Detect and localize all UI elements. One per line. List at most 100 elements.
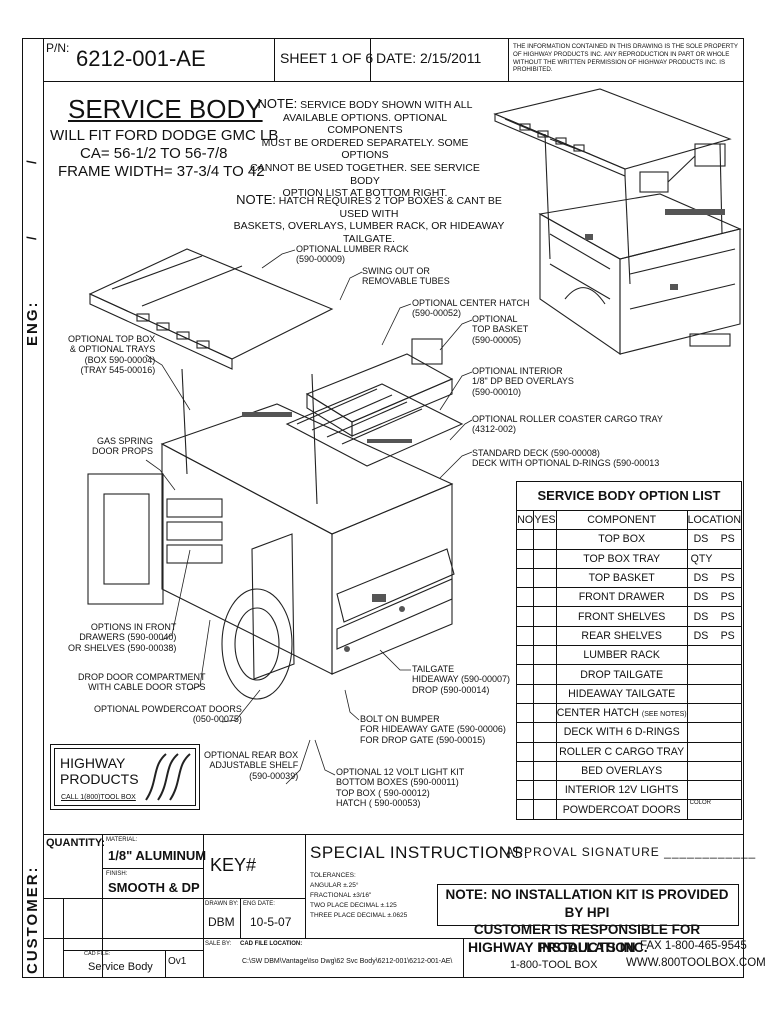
location-cell: COLOR [686, 799, 743, 820]
drawn-by-label: DRAWN BY: [205, 901, 239, 907]
no-checkbox[interactable] [515, 645, 535, 666]
component-cell: LUMBER RACK [555, 645, 688, 666]
tb-v-version [165, 950, 166, 978]
callout-light-kit: OPTIONAL 12 VOLT LIGHT KIT BOTTOM BOXES … [336, 767, 465, 809]
no-checkbox[interactable] [515, 567, 535, 589]
tb-v-key [305, 834, 306, 938]
callout-top-box: OPTIONAL TOP BOX & OPTIONAL TRAYS (BOX 5… [68, 334, 156, 376]
no-checkbox[interactable] [515, 548, 535, 569]
no-checkbox[interactable] [515, 760, 535, 782]
yes-checkbox[interactable] [533, 587, 557, 608]
yes-checkbox[interactable] [533, 702, 557, 724]
title-fit-line: WILL FIT FORD DODGE GMC LB [50, 127, 279, 144]
header-divider [43, 81, 743, 82]
callout-swing-out: SWING OUT OR REMOVABLE TUBES [362, 266, 450, 287]
no-checkbox[interactable] [515, 529, 535, 550]
service-body-iso-illustration [493, 88, 742, 356]
no-checkbox[interactable] [515, 683, 535, 704]
col-location: LOCATION [686, 509, 743, 531]
note1-line5: OPTION LIST AT BOTTOM RIGHT. [282, 187, 448, 200]
tb-h-lower [43, 938, 743, 939]
callout-lumber-rack: OPTIONAL LUMBER RACK (590-00009) [296, 244, 409, 265]
callout-powdercoat-doors: OPTIONAL POWDERCOAT DOORS (050-00075) [94, 704, 242, 725]
cad-file-label: CAD FILE: [84, 951, 111, 957]
option-list-title: SERVICE BODY OPTION LIST [516, 481, 742, 511]
eng-date-value: 10-5-07 [250, 915, 292, 929]
tb-v-company [463, 938, 464, 978]
drawn-by-value: DBM [208, 915, 235, 929]
yes-checkbox[interactable] [533, 529, 557, 550]
no-checkbox[interactable] [515, 722, 535, 743]
note2-line2: BASKETS, OVERLAYS, LUMBER RACK, OR HIDEA… [233, 220, 505, 245]
cad-file-value: Service Body [88, 961, 153, 973]
sale-by-label: SALE BY: [205, 941, 232, 947]
logo-inner-border [54, 748, 196, 806]
part-number: 6212-001-AE [76, 46, 206, 71]
yes-checkbox[interactable] [533, 606, 557, 627]
version: Ov1 [168, 956, 187, 967]
finish-label: FINISH: [106, 871, 128, 877]
title-service-body: SERVICE BODY [68, 94, 263, 124]
yes-checkbox[interactable] [533, 645, 557, 666]
company-phone: 1-800-TOOL BOX [510, 959, 598, 971]
material-label: MATERIAL: [106, 837, 138, 843]
installation-note-box [437, 884, 739, 926]
component-cell: POWDERCOAT DOORS [555, 799, 688, 820]
yes-checkbox[interactable] [533, 760, 557, 782]
no-checkbox[interactable] [515, 664, 535, 685]
tb-h-mid [43, 898, 305, 899]
yes-checkbox[interactable] [533, 722, 557, 743]
location-cell [686, 664, 743, 685]
table-row: DROP TAILGATE [515, 664, 743, 685]
no-checkbox[interactable] [515, 741, 535, 762]
no-checkbox[interactable] [515, 702, 535, 724]
callout-drop-door: DROP DOOR COMPARTMENT WITH CABLE DOOR ST… [78, 672, 206, 693]
yes-checkbox[interactable] [533, 664, 557, 685]
yes-checkbox[interactable] [533, 567, 557, 589]
tol-fractional: FRACTIONAL ±3/16" [310, 892, 372, 900]
no-checkbox[interactable] [515, 625, 535, 647]
location-cell [686, 780, 743, 801]
pn-label: P/N: [46, 41, 70, 55]
note1-line2: AVAILABLE OPTIONS. OPTIONAL COMPONENTS [282, 111, 448, 137]
logo-box [50, 744, 200, 810]
option-list-header-row: NO YES COMPONENT LOCATION [515, 509, 743, 531]
yes-checkbox[interactable] [533, 780, 557, 801]
approval-signature: APPROVAL SIGNATURE ____________ [506, 845, 757, 859]
no-checkbox[interactable] [515, 799, 535, 820]
service-body-main-illustration [87, 248, 464, 700]
header-sep-3 [508, 38, 509, 81]
yes-checkbox[interactable] [533, 683, 557, 704]
table-row: INTERIOR 12V LIGHTS [515, 780, 743, 801]
special-instructions: SPECIAL INSTRUCTIONS: [310, 843, 529, 862]
header-sep-1 [274, 38, 275, 81]
yes-checkbox[interactable] [533, 741, 557, 762]
callout-interior-overlays: OPTIONAL INTERIOR 1/8" DP BED OVERLAYS (… [472, 366, 574, 397]
callout-roller-tray: OPTIONAL ROLLER COASTER CARGO TRAY (4312… [472, 414, 663, 435]
eng-date-label: ENG DATE: [243, 901, 275, 907]
sheet-number: SHEET 1 OF 6 [280, 50, 374, 66]
note1-label: NOTE: [257, 96, 298, 111]
yes-checkbox[interactable] [533, 548, 557, 569]
no-checkbox[interactable] [515, 606, 535, 627]
no-checkbox[interactable] [515, 587, 535, 608]
no-checkbox[interactable] [515, 780, 535, 801]
component-cell: ROLLER C CARGO TRAY [555, 741, 688, 762]
callout-center-hatch: OPTIONAL CENTER HATCH (590-00052) [412, 298, 530, 319]
callout-gas-spring: GAS SPRING DOOR PROPS [92, 436, 154, 457]
drawing-frame [22, 38, 744, 978]
note-hatch: NOTE: HATCH REQUIRES 2 TOP BOXES & CANT … [224, 192, 514, 245]
component-cell: HIDEAWAY TAILGATE [555, 683, 688, 704]
yes-checkbox[interactable] [533, 625, 557, 647]
table-row: LUMBER RACK [515, 645, 743, 666]
note1-line3: MUST BE ORDERED SEPARATELY. SOME OPTIONS [261, 136, 469, 162]
yes-checkbox[interactable] [533, 799, 557, 820]
tol-three-place: THREE PLACE DECIMAL ±.0625 [310, 912, 408, 920]
location-cell [686, 760, 743, 782]
